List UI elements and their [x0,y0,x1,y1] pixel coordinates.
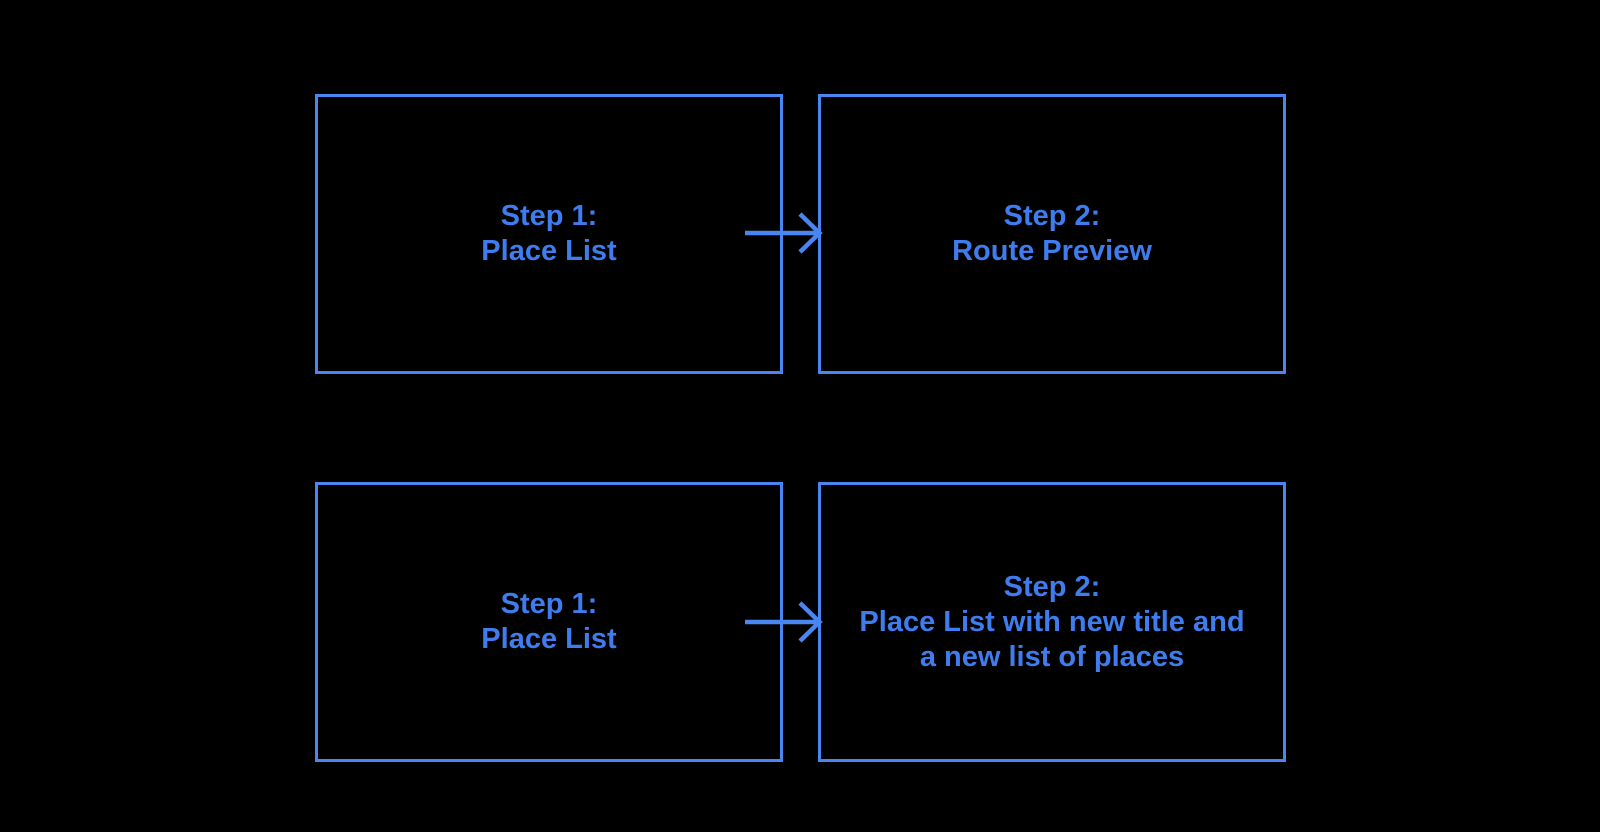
box-label-line: a new list of places [919,640,1185,673]
flow2-step2-box: Step 2: Place List with new title and a … [818,482,1286,762]
flow1-step1-box: Step 1: Place List [315,94,783,374]
flow1-step2-box: Step 2: Route Preview [818,94,1286,374]
flow2-step1-box: Step 1: Place List [315,482,783,762]
box-label-line: Place List [481,235,617,267]
box-label-line: Step 2: [1003,200,1101,232]
box-label-line: Place List [481,623,617,655]
box-label-line: Step 2: [1003,570,1101,603]
box-label-line: Route Preview [952,235,1152,267]
box-label-line: Place List with new title and [859,605,1245,638]
box-label-line: Step 1: [500,588,598,620]
box-label-line: Step 1: [500,200,598,232]
